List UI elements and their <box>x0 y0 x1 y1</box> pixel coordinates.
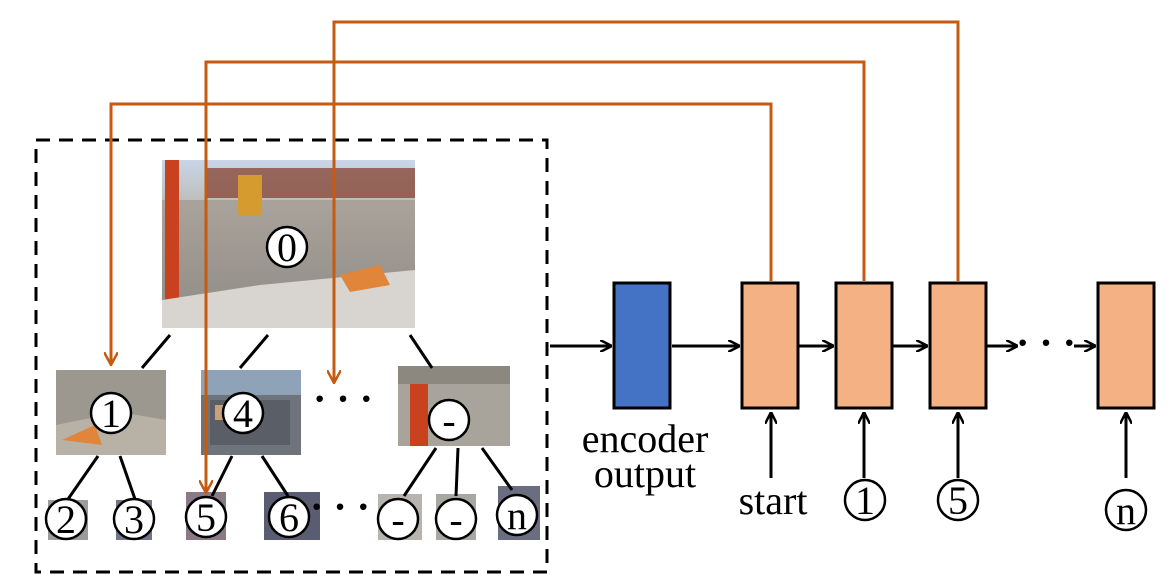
node-1: 1 <box>89 391 133 436</box>
node-2: 2 <box>44 497 88 542</box>
svg-text:n: n <box>507 493 527 538</box>
svg-text:3: 3 <box>124 497 144 542</box>
input-node-1: 1 <box>843 478 887 523</box>
input-node-5: 5 <box>936 478 980 523</box>
svg-text:6: 6 <box>279 495 299 540</box>
node-dash-leaf-1: - <box>376 497 420 542</box>
decoder-box-1 <box>740 281 800 410</box>
node-dash-level1: - <box>427 398 471 443</box>
svg-text:5: 5 <box>196 495 216 540</box>
child-image-dash <box>398 366 510 446</box>
root-image <box>162 160 415 328</box>
svg-text:5: 5 <box>948 478 968 523</box>
node-n: n <box>495 493 539 538</box>
input-start-label: start <box>739 478 808 523</box>
tree-region-box <box>34 138 549 574</box>
level1-ellipsis: · · · <box>313 376 373 421</box>
level2-ellipsis: · · · <box>310 484 370 529</box>
feedback-arrow-to-node-1 <box>111 102 773 364</box>
child-image-1 <box>56 370 166 455</box>
decoder-box-2 <box>834 281 894 410</box>
node-dash-leaf-2: - <box>434 497 478 542</box>
svg-text:1: 1 <box>855 478 875 523</box>
svg-text:n: n <box>1116 488 1136 533</box>
node-3: 3 <box>112 497 156 542</box>
node-4: 4 <box>221 391 265 436</box>
svg-text:-: - <box>442 398 455 443</box>
svg-text:-: - <box>449 497 462 542</box>
decoder-box-last <box>1096 281 1156 410</box>
decoder-box-3 <box>928 281 988 410</box>
feedback-arrow-to-gap <box>334 20 960 382</box>
encoder-label-line2: output <box>594 451 696 496</box>
svg-text:2: 2 <box>56 497 76 542</box>
node-6: 6 <box>267 495 311 540</box>
encoder-label-line1: encoder <box>582 416 709 461</box>
input-node-n: n <box>1104 488 1148 533</box>
child-image-4 <box>201 370 301 455</box>
svg-text:1: 1 <box>101 391 121 436</box>
tree-edges <box>64 334 514 503</box>
node-5: 5 <box>184 495 228 540</box>
svg-text:-: - <box>391 497 404 542</box>
encoder-box <box>612 281 672 410</box>
decoder-ellipsis: · · · <box>1016 320 1076 365</box>
feedback-arrow-to-node-5 <box>206 60 866 492</box>
svg-text:0: 0 <box>277 225 297 270</box>
node-0: 0 <box>265 225 309 270</box>
svg-text:4: 4 <box>233 391 253 436</box>
